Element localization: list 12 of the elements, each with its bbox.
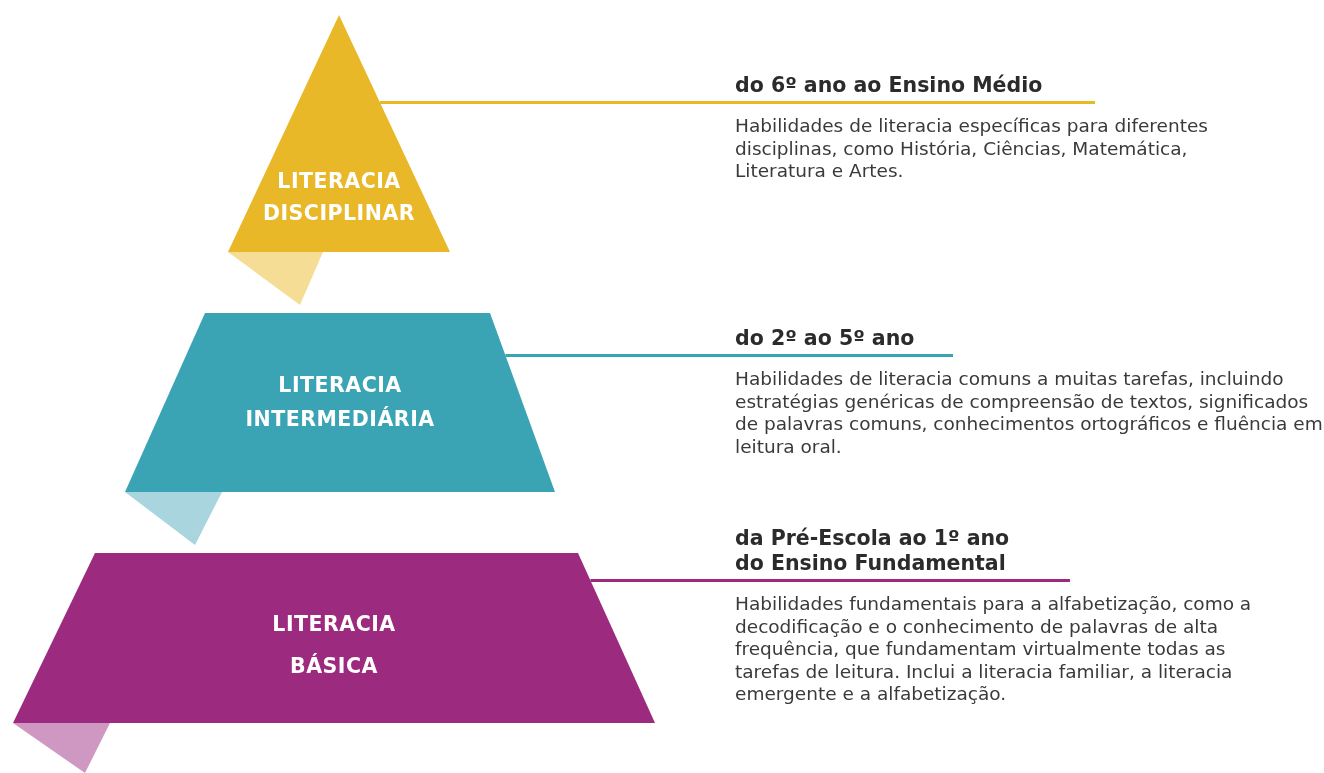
level-description: Habilidades de literacia específicas para diferentes disciplinas, como História, Ciências, Matemática, Literatura e Artes. (735, 115, 1209, 183)
connector-line (380, 101, 735, 104)
level-heading: do 6º ano ao Ensino Médio (735, 73, 1095, 104)
level-title: LITERACIA INTERMEDIÁRIA (244, 372, 436, 433)
connector-line (590, 579, 735, 582)
level-heading: do 2º ao 5º ano (735, 326, 953, 357)
level-description: Habilidades fundamentais para a alfabetização, como a decodificação e o conhecimento de palavras de alta frequência, que fundamentam virtualmente todas as tarefas de leitura. Inclui a literacia familiar, a literacia emergente e a alfabetização. (735, 593, 1253, 706)
level-heading: da Pré-Escola ao 1º ano do Ensino Fundamental (735, 526, 1070, 582)
level-description: Habilidades de literacia comuns a muitas tarefas, incluindo estratégias genéricas de compreensão de textos, significados de palavras comuns, conhecimentos ortográficos e fluência em leitura oral. (735, 368, 1324, 458)
level-title: LITERACIA BÁSICA (271, 611, 397, 680)
connector-line (505, 354, 735, 357)
level-title: LITERACIA DISCIPLINAR (261, 168, 417, 227)
